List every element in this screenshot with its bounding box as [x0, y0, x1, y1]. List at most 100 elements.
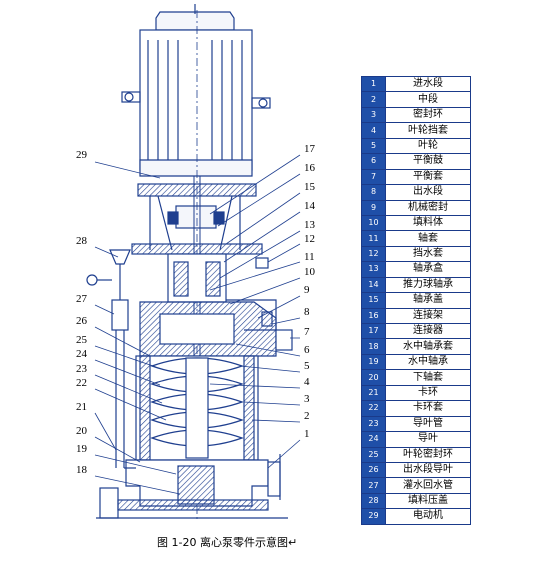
callout-number: 2: [304, 410, 310, 422]
callout-number: 16: [304, 162, 316, 174]
legend-part-name: 出水段: [385, 184, 471, 201]
legend-part-name: 进水段: [385, 75, 471, 93]
legend-number: 15: [361, 292, 386, 309]
legend-number: 21: [361, 384, 386, 402]
legend-part-name: 导叶: [385, 431, 471, 448]
legend-number: 3: [361, 106, 386, 124]
legend-number: 7: [361, 168, 386, 186]
legend-part-name: 轴承盒: [385, 261, 471, 278]
callout-number: 11: [304, 251, 315, 263]
callout-number: 28: [76, 235, 88, 247]
callout-number: 27: [76, 293, 88, 305]
legend-part-name: 出水段导叶: [385, 461, 471, 479]
motor-body: [121, 29, 271, 177]
legend-part-name: 轴套: [385, 230, 471, 247]
legend-number: 20: [361, 369, 386, 386]
legend-number: 17: [361, 322, 386, 340]
legend-number: 8: [361, 184, 386, 201]
callout-number: 9: [304, 284, 310, 296]
legend-part-name: 水中轴承套: [385, 338, 471, 355]
callout-number: 29: [76, 149, 88, 161]
callout-number: 19: [76, 443, 88, 455]
callout-number: 3: [304, 393, 310, 405]
callout-number: 12: [304, 233, 315, 245]
legend-number: 13: [361, 261, 386, 278]
water-return-pipe: [86, 249, 136, 469]
callout-number: 5: [304, 360, 310, 372]
legend-part-name: 电动机: [385, 508, 471, 525]
legend-number: 27: [361, 477, 386, 494]
legend-number: 28: [361, 492, 386, 510]
callout-number: 24: [76, 348, 88, 360]
legend-number: 1: [361, 75, 386, 93]
legend-part-name: 挡水套: [385, 245, 471, 263]
legend-part-name: 下轴套: [385, 369, 471, 386]
legend-part-name: 平衡套: [385, 168, 471, 186]
callout-number: 14: [304, 200, 316, 212]
callout-number: 20: [76, 425, 88, 437]
legend-number: 9: [361, 199, 386, 216]
legend-part-name: 叶轮密封环: [385, 446, 471, 463]
legend-part-name: 填料压盖: [385, 492, 471, 510]
legend-part-name: 推力球轴承: [385, 276, 471, 294]
legend-number: 10: [361, 214, 386, 232]
legend-number: 14: [361, 276, 386, 294]
legend-number: 23: [361, 415, 386, 433]
legend-number: 11: [361, 230, 386, 247]
callout-number: 7: [304, 326, 310, 338]
callout-number: 8: [304, 306, 310, 318]
legend-part-name: 机械密封: [385, 199, 471, 216]
callout-number: 17: [304, 143, 316, 155]
legend-number: 5: [361, 137, 386, 155]
legend-part-name: 叶轮挡套: [385, 122, 471, 139]
legend-part-name: 卡环: [385, 384, 471, 402]
legend-part-name: 灌水回水管: [385, 477, 471, 494]
legend-number: 19: [361, 353, 386, 371]
callout-number: 15: [304, 181, 316, 193]
motor-cap: [155, 4, 235, 31]
legend-part-name: 中段: [385, 91, 471, 108]
legend-part-name: 平衡鼓: [385, 153, 471, 170]
legend-part-name: 水中轴承: [385, 353, 471, 371]
legend-part-name: 卡环套: [385, 400, 471, 417]
legend-number: 2: [361, 91, 386, 108]
legend-number: 6: [361, 153, 386, 170]
legend-number: 26: [361, 461, 386, 479]
legend-part-name: 密封环: [385, 106, 471, 124]
legend-number: 24: [361, 431, 386, 448]
legend-number: 16: [361, 307, 386, 325]
legend-part-name: 导叶管: [385, 415, 471, 433]
outlet-section: [139, 301, 293, 357]
legend-part-name: 连接器: [385, 322, 471, 340]
stage-casings: [135, 355, 259, 461]
legend-part-name: 轴承盖: [385, 292, 471, 309]
callout-number: 13: [304, 219, 316, 231]
legend-part-name: 连接架: [385, 307, 471, 325]
legend-part-name: 填料体: [385, 214, 471, 232]
